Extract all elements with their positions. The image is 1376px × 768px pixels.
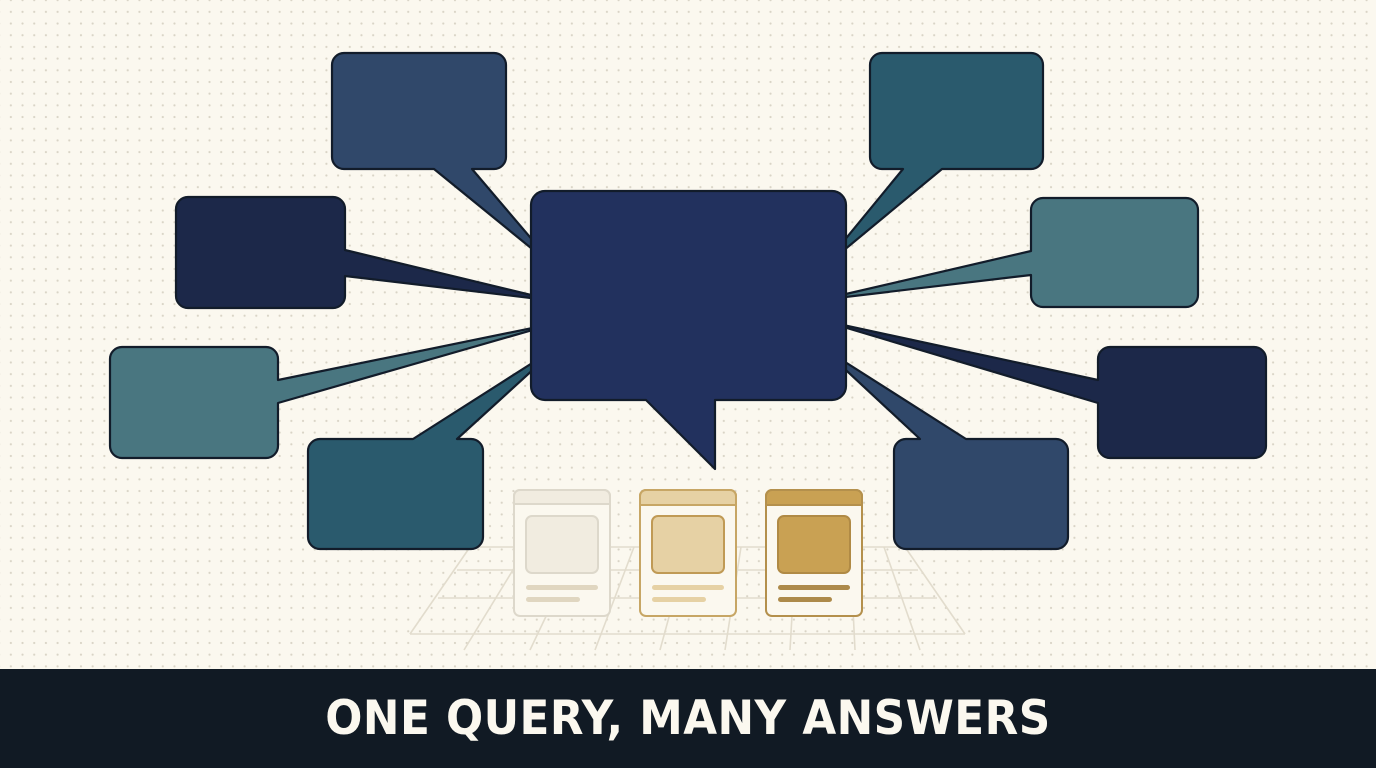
answer-bubble-mid-left bbox=[108, 321, 559, 460]
answer-bubble-upper-right bbox=[818, 196, 1200, 309]
answer-bubble-mid-right bbox=[818, 318, 1268, 460]
diagram-illustration bbox=[108, 51, 1268, 651]
answer-bubble-top-left bbox=[330, 51, 560, 272]
title-text: ONE QUERY, MANY ANSWERS bbox=[325, 691, 1051, 746]
result-card-highlighted bbox=[765, 489, 863, 617]
answer-bubble-upper-left bbox=[174, 195, 558, 310]
answer-bubble-top-right bbox=[818, 51, 1045, 272]
title-banner: ONE QUERY, MANY ANSWERS bbox=[0, 669, 1376, 768]
result-card-faded bbox=[513, 489, 611, 617]
answer-bubble-lower-left bbox=[306, 344, 561, 551]
diagram-canvas bbox=[108, 51, 1268, 651]
result-card-medium bbox=[639, 489, 737, 617]
central-query-bubble bbox=[529, 189, 848, 471]
answer-bubble-lower-right bbox=[818, 344, 1070, 551]
